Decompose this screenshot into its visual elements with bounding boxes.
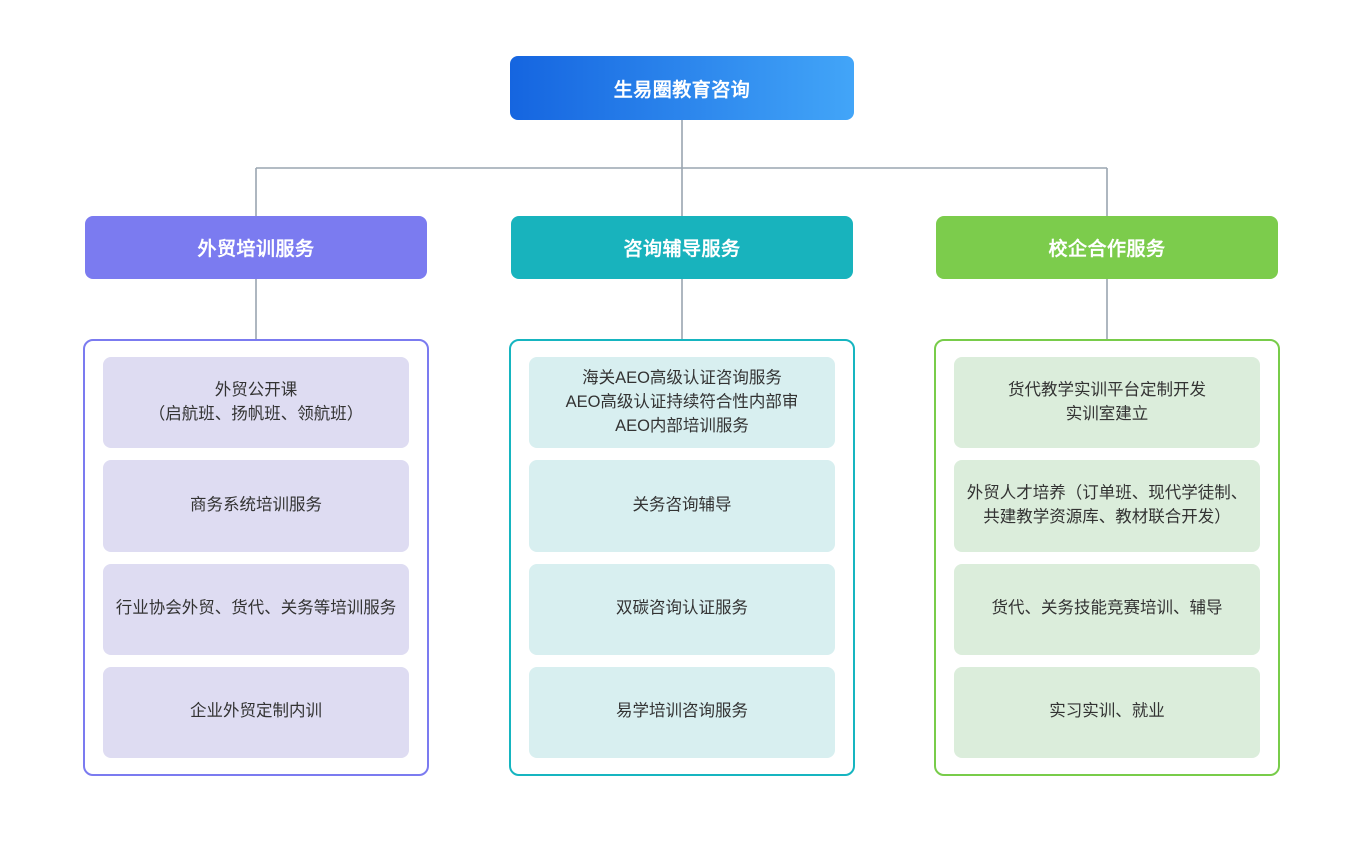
item-card[interactable]: 易学培训咨询服务 bbox=[529, 666, 835, 758]
root-node-label: 生易圈教育咨询 bbox=[613, 79, 751, 101]
root-node[interactable]: 生易圈教育咨询 bbox=[510, 56, 854, 120]
item-card-label: 外贸人才培养（订单班、现代学徒制、共建教学资源库、教材联合开发） bbox=[966, 483, 1248, 526]
item-card[interactable]: 外贸公开课 （启航班、扬帆班、领航班） bbox=[103, 357, 409, 449]
item-card[interactable]: 企业外贸定制内训 bbox=[103, 666, 409, 758]
item-card[interactable]: 行业协会外贸、货代、关务等培训服务 bbox=[103, 563, 409, 655]
branch-header-1[interactable]: 咨询辅导服务 bbox=[511, 216, 853, 279]
branch-column-1: 咨询辅导服务 海关AEO高级认证咨询服务 AEO高级认证持续符合性内部审 AEO… bbox=[509, 216, 855, 776]
branch-header-2[interactable]: 校企合作服务 bbox=[936, 216, 1278, 279]
branch-group-1: 海关AEO高级认证咨询服务 AEO高级认证持续符合性内部审 AEO内部培训服务 … bbox=[509, 339, 855, 776]
item-card-label: 商务系统培训服务 bbox=[190, 495, 322, 514]
item-card-label: 海关AEO高级认证咨询服务 AEO高级认证持续符合性内部审 AEO内部培训服务 bbox=[565, 368, 799, 435]
item-card-label: 实习实训、就业 bbox=[1049, 702, 1165, 721]
branch-column-2: 校企合作服务 货代教学实训平台定制开发 实训室建立 外贸人才培养（订单班、现代学… bbox=[934, 216, 1280, 776]
item-card-label: 企业外贸定制内训 bbox=[190, 702, 322, 721]
item-card-label: 货代、关务技能竞赛培训、辅导 bbox=[991, 599, 1223, 618]
item-card[interactable]: 货代、关务技能竞赛培训、辅导 bbox=[954, 563, 1260, 655]
item-card[interactable]: 双碳咨询认证服务 bbox=[529, 563, 835, 655]
item-card[interactable]: 外贸人才培养（订单班、现代学徒制、共建教学资源库、教材联合开发） bbox=[954, 460, 1260, 552]
branch-header-label-2: 校企合作服务 bbox=[1048, 239, 1166, 260]
item-card[interactable]: 货代教学实训平台定制开发 实训室建立 bbox=[954, 357, 1260, 449]
item-card-label: 外贸公开课 （启航班、扬帆班、领航班） bbox=[148, 380, 364, 423]
item-card-label: 货代教学实训平台定制开发 实训室建立 bbox=[1008, 380, 1206, 423]
item-card[interactable]: 商务系统培训服务 bbox=[103, 460, 409, 552]
item-card[interactable]: 实习实训、就业 bbox=[954, 666, 1260, 758]
branch-header-0[interactable]: 外贸培训服务 bbox=[85, 216, 427, 279]
branch-header-label-0: 外贸培训服务 bbox=[197, 239, 315, 260]
item-card-label: 关务咨询辅导 bbox=[632, 495, 732, 514]
item-card[interactable]: 关务咨询辅导 bbox=[529, 460, 835, 552]
item-card[interactable]: 海关AEO高级认证咨询服务 AEO高级认证持续符合性内部审 AEO内部培训服务 bbox=[529, 357, 835, 449]
item-card-label: 双碳咨询认证服务 bbox=[616, 599, 748, 618]
item-card-label: 行业协会外贸、货代、关务等培训服务 bbox=[115, 599, 397, 618]
item-card-label: 易学培训咨询服务 bbox=[616, 702, 748, 721]
branch-group-0: 外贸公开课 （启航班、扬帆班、领航班） 商务系统培训服务 行业协会外贸、货代、关… bbox=[83, 339, 429, 776]
branch-column-0: 外贸培训服务 外贸公开课 （启航班、扬帆班、领航班） 商务系统培训服务 行业协会… bbox=[83, 216, 429, 776]
branch-header-label-1: 咨询辅导服务 bbox=[623, 239, 741, 260]
branch-group-2: 货代教学实训平台定制开发 实训室建立 外贸人才培养（订单班、现代学徒制、共建教学… bbox=[934, 339, 1280, 776]
